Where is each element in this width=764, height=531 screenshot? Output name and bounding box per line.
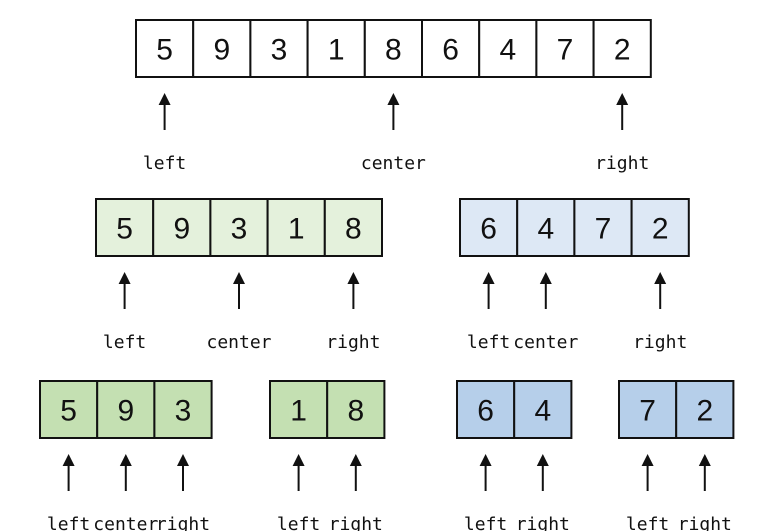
array-level3-3: 6 4 left right: [456, 380, 573, 531]
cell-value: 8: [345, 213, 362, 246]
cell-value: 7: [557, 34, 574, 67]
array-cell: [363, 19, 423, 78]
pointer-label-left: left: [47, 514, 90, 531]
pointer-label-right: right: [329, 514, 383, 531]
array-cell: [630, 198, 690, 257]
array-cell: [209, 198, 269, 257]
cell-value: 3: [175, 395, 192, 428]
pointer-label-center: center: [361, 153, 426, 174]
cell-value: 4: [534, 395, 551, 428]
pointer-arrow-up-icon: [539, 272, 552, 284]
cell-value: 3: [231, 213, 248, 246]
cell-value: 7: [639, 395, 656, 428]
array-cell: [323, 198, 383, 257]
array-level3-4: 7 2 left right: [618, 380, 735, 531]
pointer-label-center: center: [93, 514, 158, 531]
pointer-label-right: right: [678, 514, 732, 531]
cell-value: 6: [442, 34, 459, 67]
array-cell: [456, 380, 516, 439]
cell-value: 4: [537, 213, 554, 246]
cell-value: 6: [477, 395, 494, 428]
cell-value: 1: [328, 34, 345, 67]
pointer-arrow-up-icon: [292, 454, 305, 466]
cell-value: 9: [173, 213, 190, 246]
pointer-arrow-up-icon: [62, 454, 75, 466]
array-cell: [421, 19, 481, 78]
pointer-label-right: right: [633, 332, 687, 353]
pointer-label-left: left: [277, 514, 320, 531]
cell-value: 7: [595, 213, 612, 246]
pointer-label-right: right: [516, 514, 570, 531]
array-cell: [249, 19, 309, 78]
pointer-arrow-up-icon: [118, 272, 131, 284]
array-cell: [478, 19, 538, 78]
pointer-arrow-up-icon: [233, 272, 245, 284]
pointer-label-left: left: [467, 332, 510, 353]
pointer-arrow-up-icon: [536, 454, 549, 466]
pointer-arrow-up-icon: [698, 454, 711, 466]
cell-value: 2: [614, 34, 631, 67]
cell-value: 6: [480, 213, 497, 246]
cell-value: 8: [347, 395, 364, 428]
array-level3-2: 1 8 left right: [269, 380, 386, 531]
pointer-arrow-up-icon: [349, 454, 362, 466]
cell-value: 4: [499, 34, 516, 67]
pointer-arrow-up-icon: [177, 454, 189, 466]
pointer-label-right: right: [326, 332, 380, 353]
pointer-label-center: center: [206, 332, 271, 353]
pointer-arrow-up-icon: [641, 454, 654, 466]
pointer-label-right: right: [595, 153, 649, 174]
array-cell: [675, 380, 735, 439]
pointer-arrow-up-icon: [387, 93, 400, 105]
pointer-arrow-up-icon: [654, 272, 667, 284]
pointer-arrow-up-icon: [119, 454, 132, 466]
array-level2-1: 5 9 3 1 8 left center right: [95, 198, 383, 353]
array-cell: [618, 380, 678, 439]
array-cell: [95, 198, 155, 257]
pointer-label-right: right: [156, 514, 210, 531]
pointer-arrow-up-icon: [479, 454, 492, 466]
array-cell: [153, 380, 213, 439]
cell-value: 8: [385, 34, 402, 67]
cell-value: 9: [213, 34, 230, 67]
cell-value: 5: [60, 395, 77, 428]
array-cell: [192, 19, 252, 78]
pointer-arrow-up-icon: [616, 93, 629, 105]
cell-value: 9: [117, 395, 134, 428]
array-cell: [592, 19, 652, 78]
array-cell: [326, 380, 386, 439]
array-cell: [152, 198, 212, 257]
array-cell: [573, 198, 633, 257]
cell-value: 2: [696, 395, 713, 428]
array-cell: [535, 19, 595, 78]
pointer-arrow-up-icon: [347, 272, 360, 284]
pointer-arrow-up-icon: [158, 93, 171, 105]
pointer-label-left: left: [626, 514, 669, 531]
pointer-label-left: left: [143, 153, 186, 174]
array-cell: [513, 380, 573, 439]
array-level1-1: 5 9 3 1 8 6 4 7 2 left center right: [135, 19, 652, 174]
array-cell: [135, 19, 195, 78]
pointer-label-left: left: [464, 514, 507, 531]
cell-value: 5: [156, 34, 173, 67]
cell-value: 3: [271, 34, 288, 67]
cell-value: 1: [288, 213, 305, 246]
array-cell: [266, 198, 326, 257]
cell-value: 2: [652, 213, 669, 246]
pointer-arrow-up-icon: [482, 272, 495, 284]
cell-value: 1: [290, 395, 307, 428]
pointer-label-center: center: [513, 332, 578, 353]
cell-value: 5: [116, 213, 133, 246]
pointer-label-left: left: [103, 332, 146, 353]
